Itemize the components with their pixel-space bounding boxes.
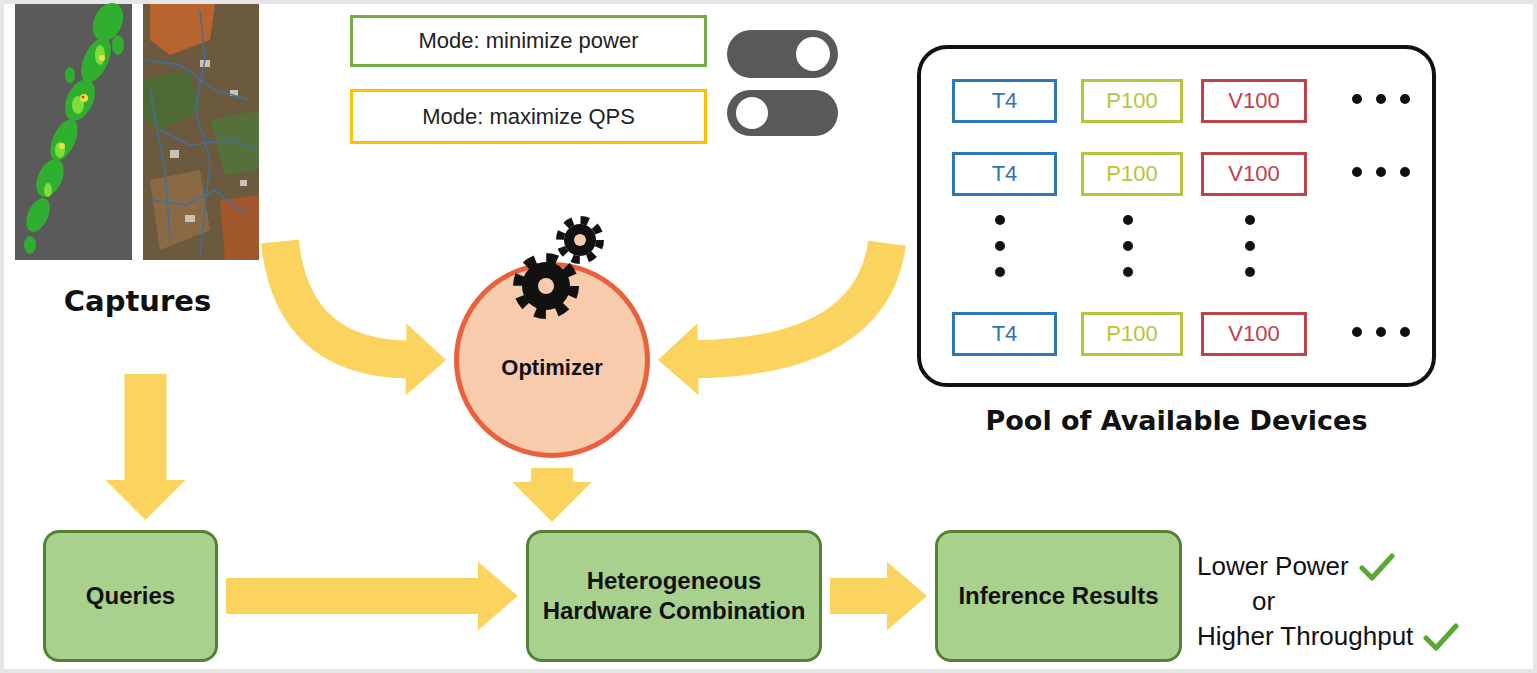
node-text: V100: [1228, 161, 1279, 187]
node-text: Captures: [64, 284, 211, 322]
node-text: Pool of Available Devices: [891, 405, 1462, 436]
node-text: P100: [1106, 161, 1157, 187]
device-box: P100: [1081, 312, 1183, 356]
result-label: Higher Throughput: [1197, 621, 1413, 652]
block-arrow: [106, 374, 186, 520]
node-text: Mode: maximize QPS: [422, 104, 635, 130]
result-label: or: [1252, 586, 1275, 617]
mode-box: Mode: minimize power: [350, 15, 707, 67]
node-text: T4: [992, 88, 1018, 114]
arrow-shaft: [531, 468, 573, 484]
device-box: V100: [1201, 152, 1307, 196]
device-box: V100: [1201, 312, 1307, 356]
device-box: T4: [952, 79, 1057, 123]
node-text: Optimizer: [501, 355, 602, 381]
device-box: T4: [952, 312, 1057, 356]
arrow-head: [478, 562, 518, 630]
process-box: Queries: [43, 530, 218, 662]
node-text: Queries: [86, 581, 175, 611]
captures-group: Captures: [10, 0, 265, 322]
arrow-shaft: [280, 242, 408, 360]
node-text: V100: [1228, 88, 1279, 114]
arrow-head: [887, 562, 927, 630]
ellipsis-dots: [995, 94, 1410, 337]
device-box: T4: [952, 152, 1057, 196]
device-box: V100: [1201, 79, 1307, 123]
process-box: Inference Results: [935, 530, 1182, 662]
arrow-head: [658, 323, 699, 395]
arrow-head: [512, 482, 592, 522]
device-pool: Pool of Available DevicesT4P100V100T4P10…: [917, 45, 1436, 387]
node-text: T4: [992, 321, 1018, 347]
block-arrow: [512, 468, 592, 522]
device-box: P100: [1081, 79, 1183, 123]
arrow-shaft: [830, 578, 889, 614]
satellite-image: [143, 4, 259, 260]
arrow-shaft: [226, 578, 480, 614]
device-box: P100: [1081, 152, 1183, 196]
process-box: Heterogeneous Hardware Combination: [526, 530, 822, 662]
mode-box: Mode: maximize QPS: [350, 89, 707, 144]
arrow-shaft: [696, 243, 887, 359]
radar-image: [15, 0, 132, 260]
arrow-head: [406, 323, 446, 395]
arrow-shaft: [125, 374, 167, 482]
check-mark: [1423, 622, 1459, 652]
node-text: T4: [992, 161, 1018, 187]
optimizer-circle: Optimizer: [454, 262, 650, 458]
result-label: Lower Power: [1197, 551, 1349, 582]
arrow-head: [106, 480, 186, 520]
node-text: Heterogeneous Hardware Combination: [541, 566, 807, 626]
block-arrow: [830, 562, 927, 630]
node-text: V100: [1228, 321, 1279, 347]
node-text: Inference Results: [958, 581, 1158, 611]
block-arrow: [658, 243, 887, 395]
block-arrow: [280, 242, 446, 396]
check-mark: [1359, 552, 1395, 582]
node-text: P100: [1106, 88, 1157, 114]
node-text: P100: [1106, 321, 1157, 347]
node-text: Mode: minimize power: [418, 28, 638, 54]
block-arrow: [226, 562, 518, 630]
toggle-switch: [727, 30, 838, 136]
